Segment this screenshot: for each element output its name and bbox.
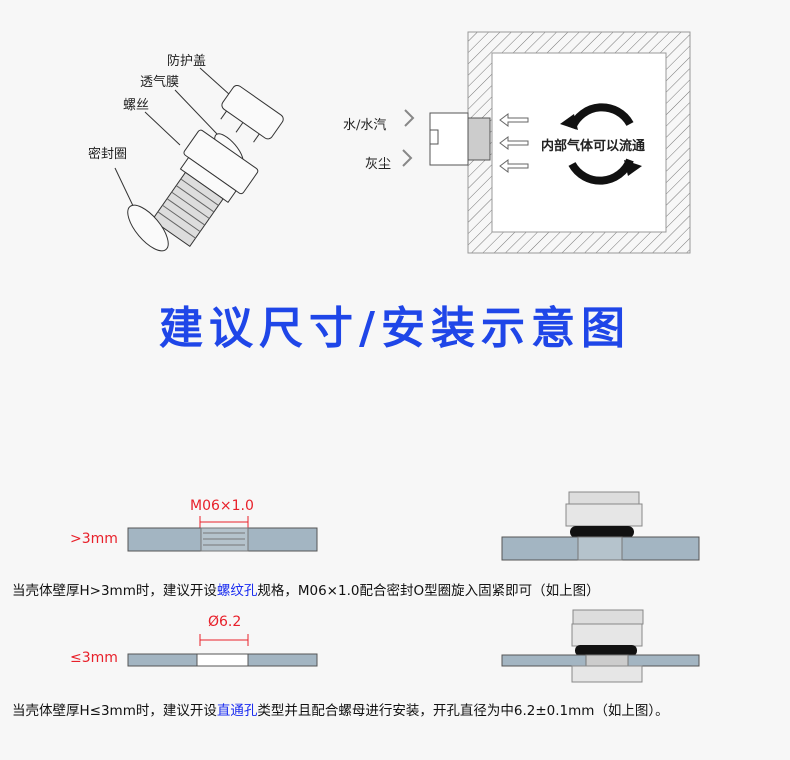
exploded-vent-plug [114,67,284,252]
label-dust: 灰尘 [365,157,392,172]
dimension-line-thread [199,516,249,528]
thread-spec: M06×1.0 [190,498,254,514]
installed-vent-thin [501,609,700,683]
case1-description: 当壳体壁厚H>3mm时，建议开设螺纹孔规格，M06×1.0配合密封O型圈旋入固紧… [12,583,600,599]
label-water: 水/水汽 [343,118,387,133]
through-hole [196,653,249,667]
label-cap: 防护盖 [167,54,207,69]
label-seal: 密封圈 [88,147,128,162]
hole-spec: Ø6.2 [208,614,242,630]
label-screw: 螺丝 [123,98,150,113]
inward-arrows-icon [402,109,529,173]
thickness-le3: ≤3mm [70,650,118,666]
circulation-arrows-icon [560,103,642,185]
cap [220,84,284,143]
thickness-gt3: >3mm [70,531,118,547]
installed-vent-thick [501,491,700,561]
vent-in-wall [429,112,491,166]
label-inside-flow: 内部气体可以流通 [541,139,646,154]
seal-ring [127,204,169,252]
dimension-line-hole [199,634,249,646]
label-membrane: 透气膜 [140,75,180,90]
case2-description: 当壳体壁厚H≤3mm时，建议开设直通孔类型并且配合螺母进行安装，开孔直径为中6.… [12,703,669,719]
page-title: 建议尺寸/安装示意图 [158,303,632,354]
screw-body [151,129,259,248]
